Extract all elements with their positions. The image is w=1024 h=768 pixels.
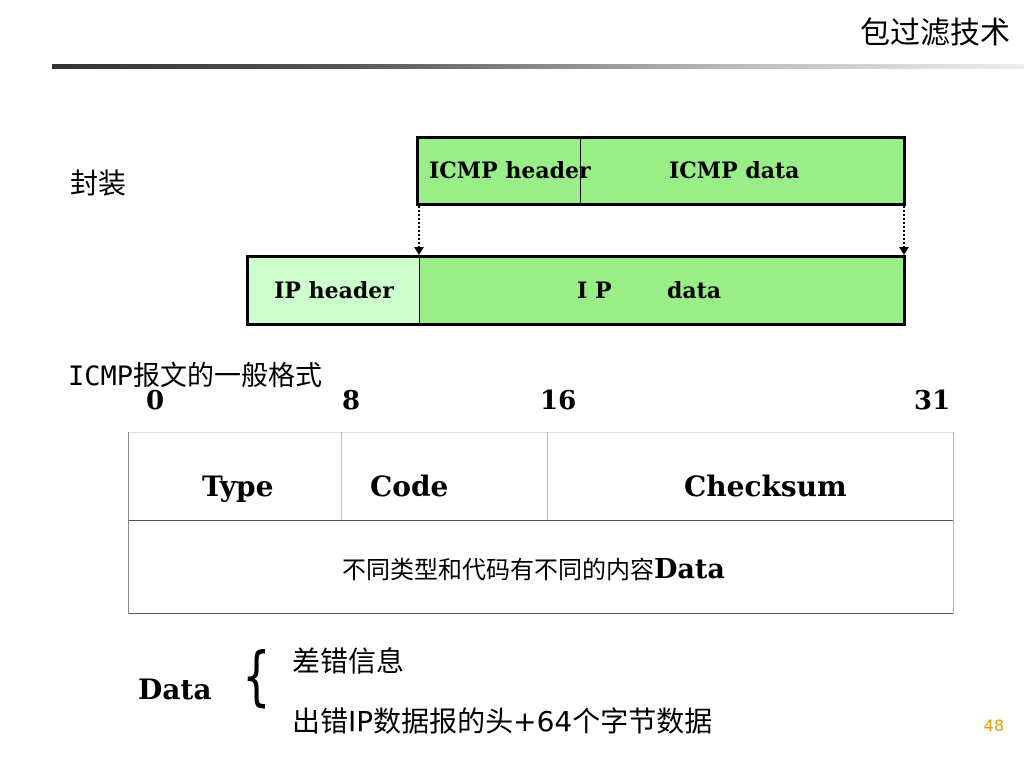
page-number: 48 [983,716,1004,735]
code-field: Code [370,470,449,503]
ip-data-label-2: data [667,277,722,304]
right-arrow-head [899,247,909,255]
ip-packet-box: IP header I P data [246,255,906,326]
brace-symbol: { [242,640,271,714]
type-field: Type [202,470,274,503]
icmp-format-table: Type Code Checksum 不同类型和代码有不同的内容Data [128,432,954,614]
data-note-label: Data [138,673,212,706]
encapsulation-label: 封装 [70,167,127,200]
ip-header-label: IP header [274,277,394,304]
icmp-data-label: ICMP data [669,158,800,184]
icmp-divider [580,139,581,203]
table-divider-8 [341,432,342,520]
left-dotted-connector [418,206,420,248]
data-row-suffix: Data [654,554,725,585]
ip-header-cell: IP header [249,258,420,323]
table-left-line [128,432,129,614]
bit-8: 8 [342,386,361,416]
slide-title: 包过滤技术 [860,16,1010,51]
icmp-header-label: ICMP header [429,158,591,184]
ip-data-label-1: I P [577,277,612,304]
title-rule [52,64,1024,69]
table-top-line [128,432,954,433]
table-right-line [953,432,954,614]
data-row-text: 不同类型和代码有不同的内容 [342,556,654,584]
right-dotted-connector [903,206,905,248]
table-mid-line [128,520,954,521]
table-bottom-line [128,613,954,614]
data-note-item-2: 出错IP数据报的头+64个字节数据 [292,705,713,738]
bit-31: 31 [914,386,951,416]
data-row: 不同类型和代码有不同的内容Data [342,550,725,585]
checksum-field: Checksum [684,470,847,503]
table-divider-16 [547,432,548,520]
format-heading: ICMP报文的一般格式 [68,361,323,392]
bit-0: 0 [146,386,165,416]
left-arrow-head [414,247,424,255]
icmp-packet-box: ICMP header ICMP data [416,136,906,206]
data-note-item-1: 差错信息 [292,645,405,678]
bit-16: 16 [540,386,577,416]
